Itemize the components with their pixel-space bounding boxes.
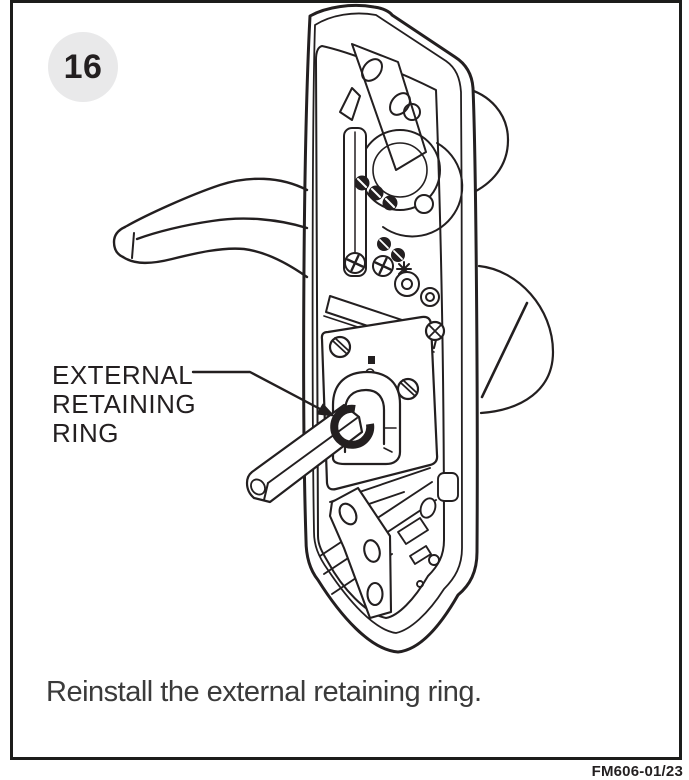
cross-screw-left <box>344 252 366 274</box>
outside-lever-top <box>462 86 510 196</box>
plate-screw-top-left <box>328 335 352 359</box>
plate-screw-center <box>396 377 420 401</box>
leader-line <box>191 370 335 417</box>
doc-code: FM606-01/23 <box>591 763 683 780</box>
cross-screw-right <box>372 255 394 277</box>
figure-border-frame <box>10 0 682 760</box>
screw-heads-dark <box>354 175 405 262</box>
star-washer <box>396 261 412 277</box>
external-retaining-ring <box>330 404 375 449</box>
arrowhead <box>316 403 335 417</box>
mounting-strap <box>328 486 393 620</box>
figure-caption: Reinstall the external retaining ring. <box>46 676 482 708</box>
lever-handle <box>112 177 309 279</box>
step-number: 16 <box>63 47 103 86</box>
plate-screw-corner <box>424 320 446 342</box>
callout-label: EXTERNAL RETAINING RING <box>52 360 197 448</box>
step-number-badge: 16 <box>48 32 118 102</box>
outside-lever-body <box>477 264 555 415</box>
